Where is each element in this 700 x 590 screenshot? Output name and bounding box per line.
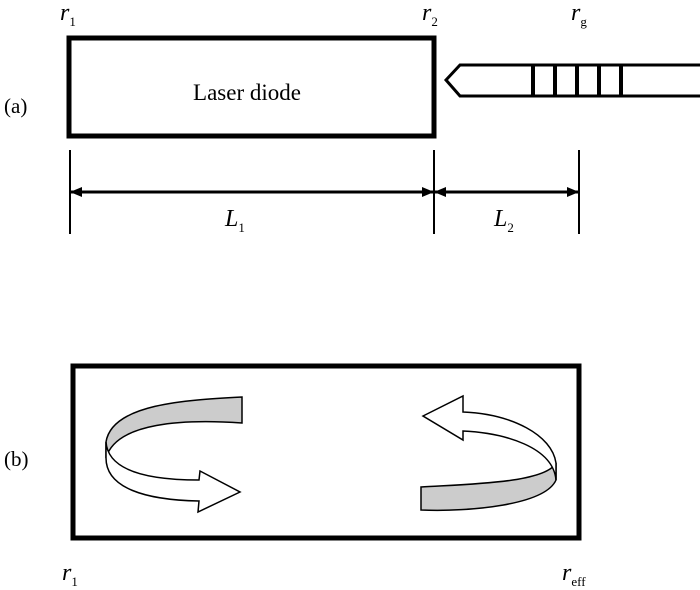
left-ribbon-front <box>105 441 242 514</box>
label-rg: rg <box>571 0 587 29</box>
effective-cavity-box <box>70 363 582 541</box>
laser-diode-box <box>66 35 437 139</box>
panel-b: (b) r1 reff <box>4 363 586 589</box>
fiber-grating <box>443 63 700 98</box>
panel-b-tag: (b) <box>4 447 29 471</box>
right-ribbon-back <box>420 460 557 512</box>
right-ribbon-front <box>421 394 557 481</box>
left-ribbon-back <box>105 396 243 459</box>
label-L1: L1 <box>224 206 245 235</box>
right-circulation-arrow-icon <box>420 394 557 512</box>
label-reff: reff <box>562 560 586 589</box>
label-L2: L2 <box>493 206 514 235</box>
left-circulation-arrow-icon <box>105 396 243 514</box>
label-r1-top: r1 <box>60 0 76 29</box>
panel-a-tag: (a) <box>4 94 27 118</box>
label-r2: r2 <box>422 0 438 29</box>
laser-diode-label: Laser diode <box>193 80 301 105</box>
label-r1-bottom: r1 <box>62 560 78 589</box>
panel-a: (a) r1 r2 rg Laser diode L1 <box>4 0 700 235</box>
fiber-outline <box>443 63 700 98</box>
